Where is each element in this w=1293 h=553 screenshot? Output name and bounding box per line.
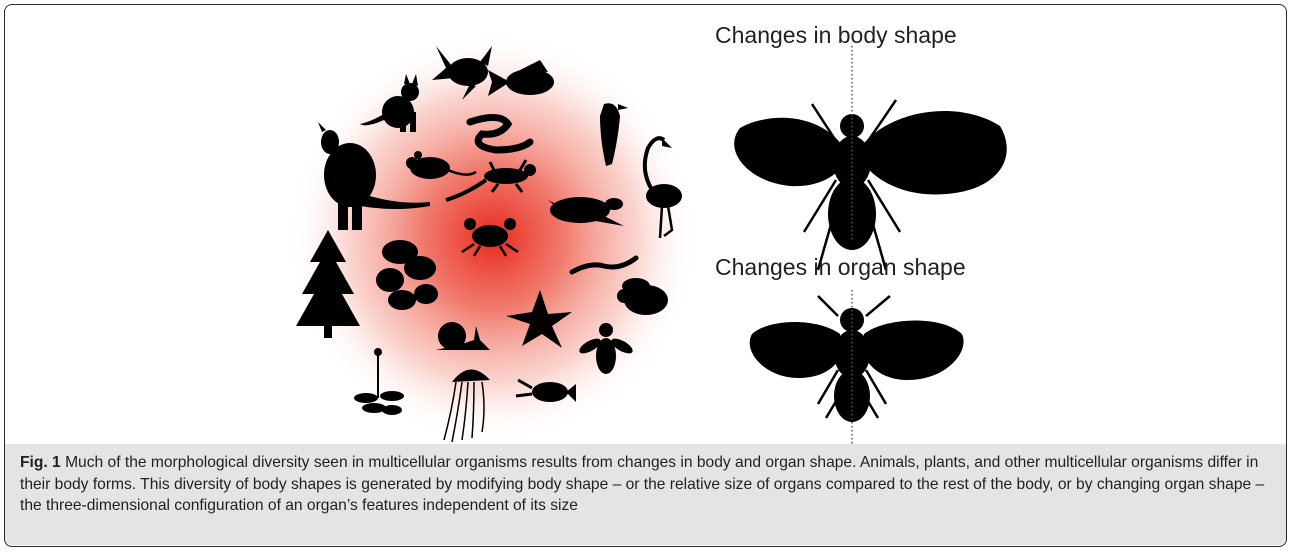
organ-shape-title: Changes in organ shape xyxy=(715,254,966,281)
organ-shape-insect xyxy=(750,296,964,422)
figure-caption: Fig. 1 Much of the morphological diversi… xyxy=(20,452,1276,517)
body-shape-title: Changes in body shape xyxy=(715,22,957,49)
caption-body: Much of the morphological diversity seen… xyxy=(20,454,1264,514)
caption-label: Fig. 1 xyxy=(20,454,61,471)
figure-illustration xyxy=(0,0,1293,450)
body-shape-insect xyxy=(734,100,1007,270)
